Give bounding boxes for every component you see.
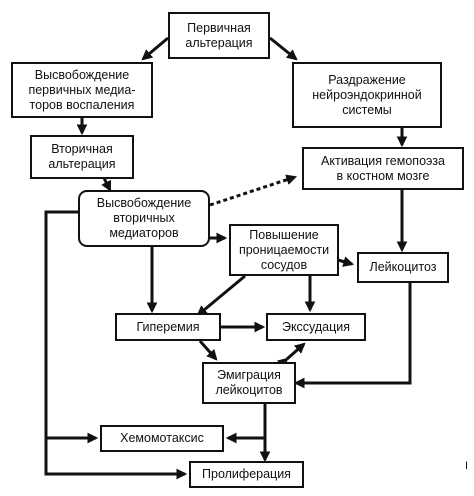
arrow-primary-to-neuroendocrine (269, 36, 298, 61)
node-exudation: Экссудация (266, 313, 366, 341)
node-proliferation: Пролиферация (189, 461, 304, 488)
arrow-hyperemia-to-emigration (198, 340, 218, 361)
node-secondary-mediators: Высвобождение вторичных медиаторов (78, 190, 210, 247)
node-chemotaxis: Хемомотаксис (100, 425, 224, 452)
node-secondary-alteration: Вторичная альтерация (30, 135, 134, 179)
arrow-leukocytosis-to-emigration (293, 283, 412, 389)
arrow-mediators-to-chemotaxis (44, 210, 99, 444)
node-leukocytosis: Лейкоцитоз (357, 252, 449, 283)
arrow-secondary-alteration-to-mediators (101, 177, 112, 192)
node-hyperemia: Гиперемия (115, 313, 221, 341)
arrow-permeability-to-hyperemia (196, 274, 246, 317)
arrow-mediators-to-proliferation (44, 438, 188, 480)
arrow-emigration-exudation-bidirectional (276, 342, 306, 369)
stray-mark: I (465, 460, 469, 472)
arrow-primary-to-mediators (141, 36, 169, 61)
node-primary-mediators: Высвобождение первичных медиа- торов вос… (11, 62, 153, 118)
node-primary-alteration: Первичная альтерация (168, 12, 270, 59)
arrow-mediators-to-hemopoiesis-dotted (209, 174, 298, 207)
node-permeability: Повышение проницаемости сосудов (229, 224, 339, 276)
node-emigration: Эмиграция лейкоцитов (202, 362, 296, 404)
node-neuroendocrine: Раздражение нейроэндокринной системы (292, 62, 442, 128)
node-hemopoiesis: Активация гемопоэза в костном мозге (302, 147, 464, 190)
arrow-permeability-to-leukocytosis (337, 256, 355, 267)
